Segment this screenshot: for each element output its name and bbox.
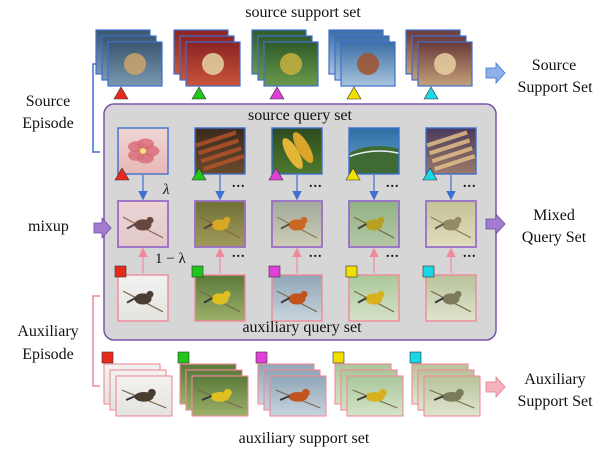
auxiliary-query-set-title: auxiliary query set bbox=[242, 319, 362, 336]
ellipsis-source-1: ... bbox=[232, 176, 246, 191]
auxiliary-query-image-2 bbox=[194, 274, 246, 322]
source-class-marker-2 bbox=[191, 86, 207, 100]
source-support-set-title: source support set bbox=[245, 4, 361, 21]
source-query-marker-3 bbox=[268, 167, 284, 181]
auxiliary-support-marker-2 bbox=[177, 351, 190, 364]
ellipsis-source-2: ... bbox=[309, 176, 323, 191]
source-episode-bracket bbox=[92, 63, 100, 153]
mixed-query-set-label-2: Query Set bbox=[521, 229, 587, 246]
mixed-query-image-2 bbox=[194, 200, 246, 248]
source-class-marker-5 bbox=[423, 86, 439, 100]
source-query-marker-4 bbox=[345, 167, 361, 181]
auxiliary-support-arrow bbox=[485, 375, 506, 399]
source-support-image-2-3 bbox=[185, 41, 241, 87]
source-class-marker-4 bbox=[346, 86, 362, 100]
mixed-query-image-4 bbox=[348, 200, 400, 248]
auxiliary-query-marker-4 bbox=[345, 265, 358, 278]
ellipsis-mix-2: ... bbox=[309, 246, 323, 261]
source-class-marker-3 bbox=[269, 86, 285, 100]
auxiliary-query-image-4 bbox=[348, 274, 400, 322]
auxiliary-support-image-5-3 bbox=[423, 375, 481, 417]
mixed-query-image-3 bbox=[271, 200, 323, 248]
source-support-image-3-3 bbox=[263, 41, 319, 87]
lambda-label: λ bbox=[163, 182, 170, 198]
ellipsis-source-3: ... bbox=[386, 176, 400, 191]
mixup-arrow bbox=[93, 216, 112, 240]
ellipsis-mix-3: ... bbox=[386, 246, 400, 261]
source-query-image-4 bbox=[348, 127, 400, 175]
auxiliary-query-marker-2 bbox=[191, 265, 204, 278]
auxiliary-support-marker-1 bbox=[101, 351, 114, 364]
source-class-marker-1 bbox=[113, 86, 129, 100]
source-query-marker-2 bbox=[191, 167, 207, 181]
source-support-image-1-3 bbox=[107, 41, 163, 87]
auxiliary-support-set-label-2: Support Set bbox=[517, 393, 593, 410]
auxiliary-support-marker-3 bbox=[255, 351, 268, 364]
auxiliary-support-image-2-3 bbox=[191, 375, 249, 417]
ellipsis-mix-4: ... bbox=[463, 246, 477, 261]
auxiliary-episode-bracket bbox=[92, 295, 100, 387]
one-minus-lambda-label: 1 − λ bbox=[155, 251, 186, 267]
auxiliary-query-marker-5 bbox=[422, 265, 435, 278]
auxiliary-episode-label-1: Auxiliary bbox=[17, 323, 79, 340]
source-query-image-1 bbox=[117, 127, 169, 175]
source-query-image-2 bbox=[194, 127, 246, 175]
auxiliary-support-image-3-3 bbox=[269, 375, 327, 417]
source-query-set-title: source query set bbox=[248, 107, 352, 124]
source-support-set-label-2: Support Set bbox=[517, 79, 593, 96]
mixed-query-set-label-1: Mixed bbox=[533, 207, 575, 224]
auxiliary-support-marker-4 bbox=[332, 351, 345, 364]
auxiliary-support-set-title: auxiliary support set bbox=[238, 430, 370, 447]
mixed-query-image-5 bbox=[425, 200, 477, 248]
source-query-image-5 bbox=[425, 127, 477, 175]
source-query-marker-5 bbox=[422, 167, 438, 181]
source-episode-label-2: Episode bbox=[22, 115, 74, 132]
auxiliary-query-image-1 bbox=[117, 274, 169, 322]
auxiliary-episode-label-2: Episode bbox=[22, 346, 74, 363]
mixup-label: mixup bbox=[28, 218, 69, 235]
auxiliary-query-image-5 bbox=[425, 274, 477, 322]
mixed-query-image-1 bbox=[117, 200, 169, 248]
source-support-set-label-1: Source bbox=[531, 57, 577, 74]
ellipsis-source-4: ... bbox=[463, 176, 477, 191]
source-episode-label-1: Source bbox=[25, 93, 71, 110]
auxiliary-query-marker-3 bbox=[268, 265, 281, 278]
auxiliary-query-image-3 bbox=[271, 274, 323, 322]
ellipsis-mix-1: ... bbox=[232, 246, 246, 261]
auxiliary-support-image-4-3 bbox=[346, 375, 404, 417]
source-support-image-5-3 bbox=[417, 41, 473, 87]
auxiliary-query-marker-1 bbox=[114, 265, 127, 278]
source-support-image-4-3 bbox=[340, 41, 396, 87]
source-support-arrow bbox=[485, 61, 506, 85]
source-query-marker-1 bbox=[114, 167, 130, 181]
auxiliary-support-image-1-3 bbox=[115, 375, 173, 417]
auxiliary-support-set-label-1: Auxiliary bbox=[524, 371, 586, 388]
auxiliary-support-marker-5 bbox=[409, 351, 422, 364]
source-query-image-3 bbox=[271, 127, 323, 175]
mixed-query-arrow bbox=[485, 212, 506, 236]
